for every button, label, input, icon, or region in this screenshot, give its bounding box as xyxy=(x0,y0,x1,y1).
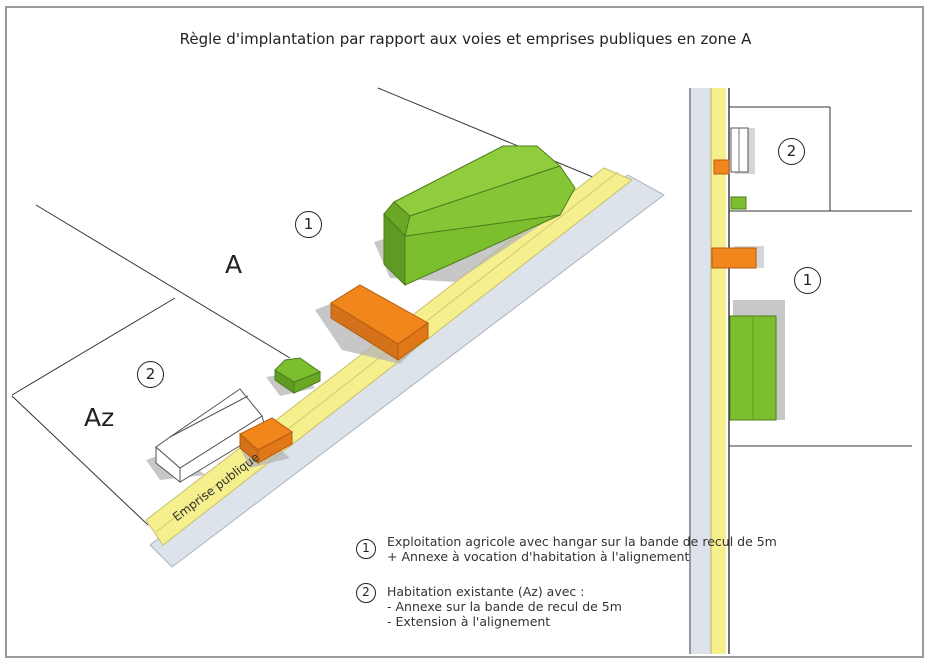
legend-marker-1: 1 xyxy=(356,539,376,559)
plan-view xyxy=(689,88,912,654)
legend-item-1: Exploitation agricole avec hangar sur la… xyxy=(387,534,777,564)
marker-1-perspective: 1 xyxy=(295,211,322,238)
annex-small-orange xyxy=(239,417,293,465)
marker-2-plan: 2 xyxy=(778,138,805,165)
legend-item-1-line2: + Annexe à vocation d'habitation à l'ali… xyxy=(387,549,690,564)
legend-item-2: Habitation existante (Az) avec : - Annex… xyxy=(387,584,622,629)
zone-a-label: A xyxy=(225,250,243,279)
marker-1-plan: 1 xyxy=(794,267,821,294)
marker-2-perspective: 2 xyxy=(137,361,164,388)
annex-large xyxy=(330,284,429,361)
legend-item-2-line1: Habitation existante (Az) avec : xyxy=(387,584,585,599)
agricultural-hangar xyxy=(383,145,576,287)
legend-marker-2: 2 xyxy=(356,583,376,603)
legend-item-2-line3: - Extension à l'alignement xyxy=(387,614,551,629)
legend-item-1-line1: Exploitation agricole avec hangar sur la… xyxy=(387,534,777,549)
diagram-title: Règle d'implantation par rapport aux voi… xyxy=(179,30,752,48)
legend-item-2-line2: - Annexe sur la bande de recul de 5m xyxy=(387,599,622,614)
annex-small-green xyxy=(274,357,322,394)
zone-az-label: Az xyxy=(84,403,115,432)
parcel-boundaries xyxy=(11,87,601,526)
